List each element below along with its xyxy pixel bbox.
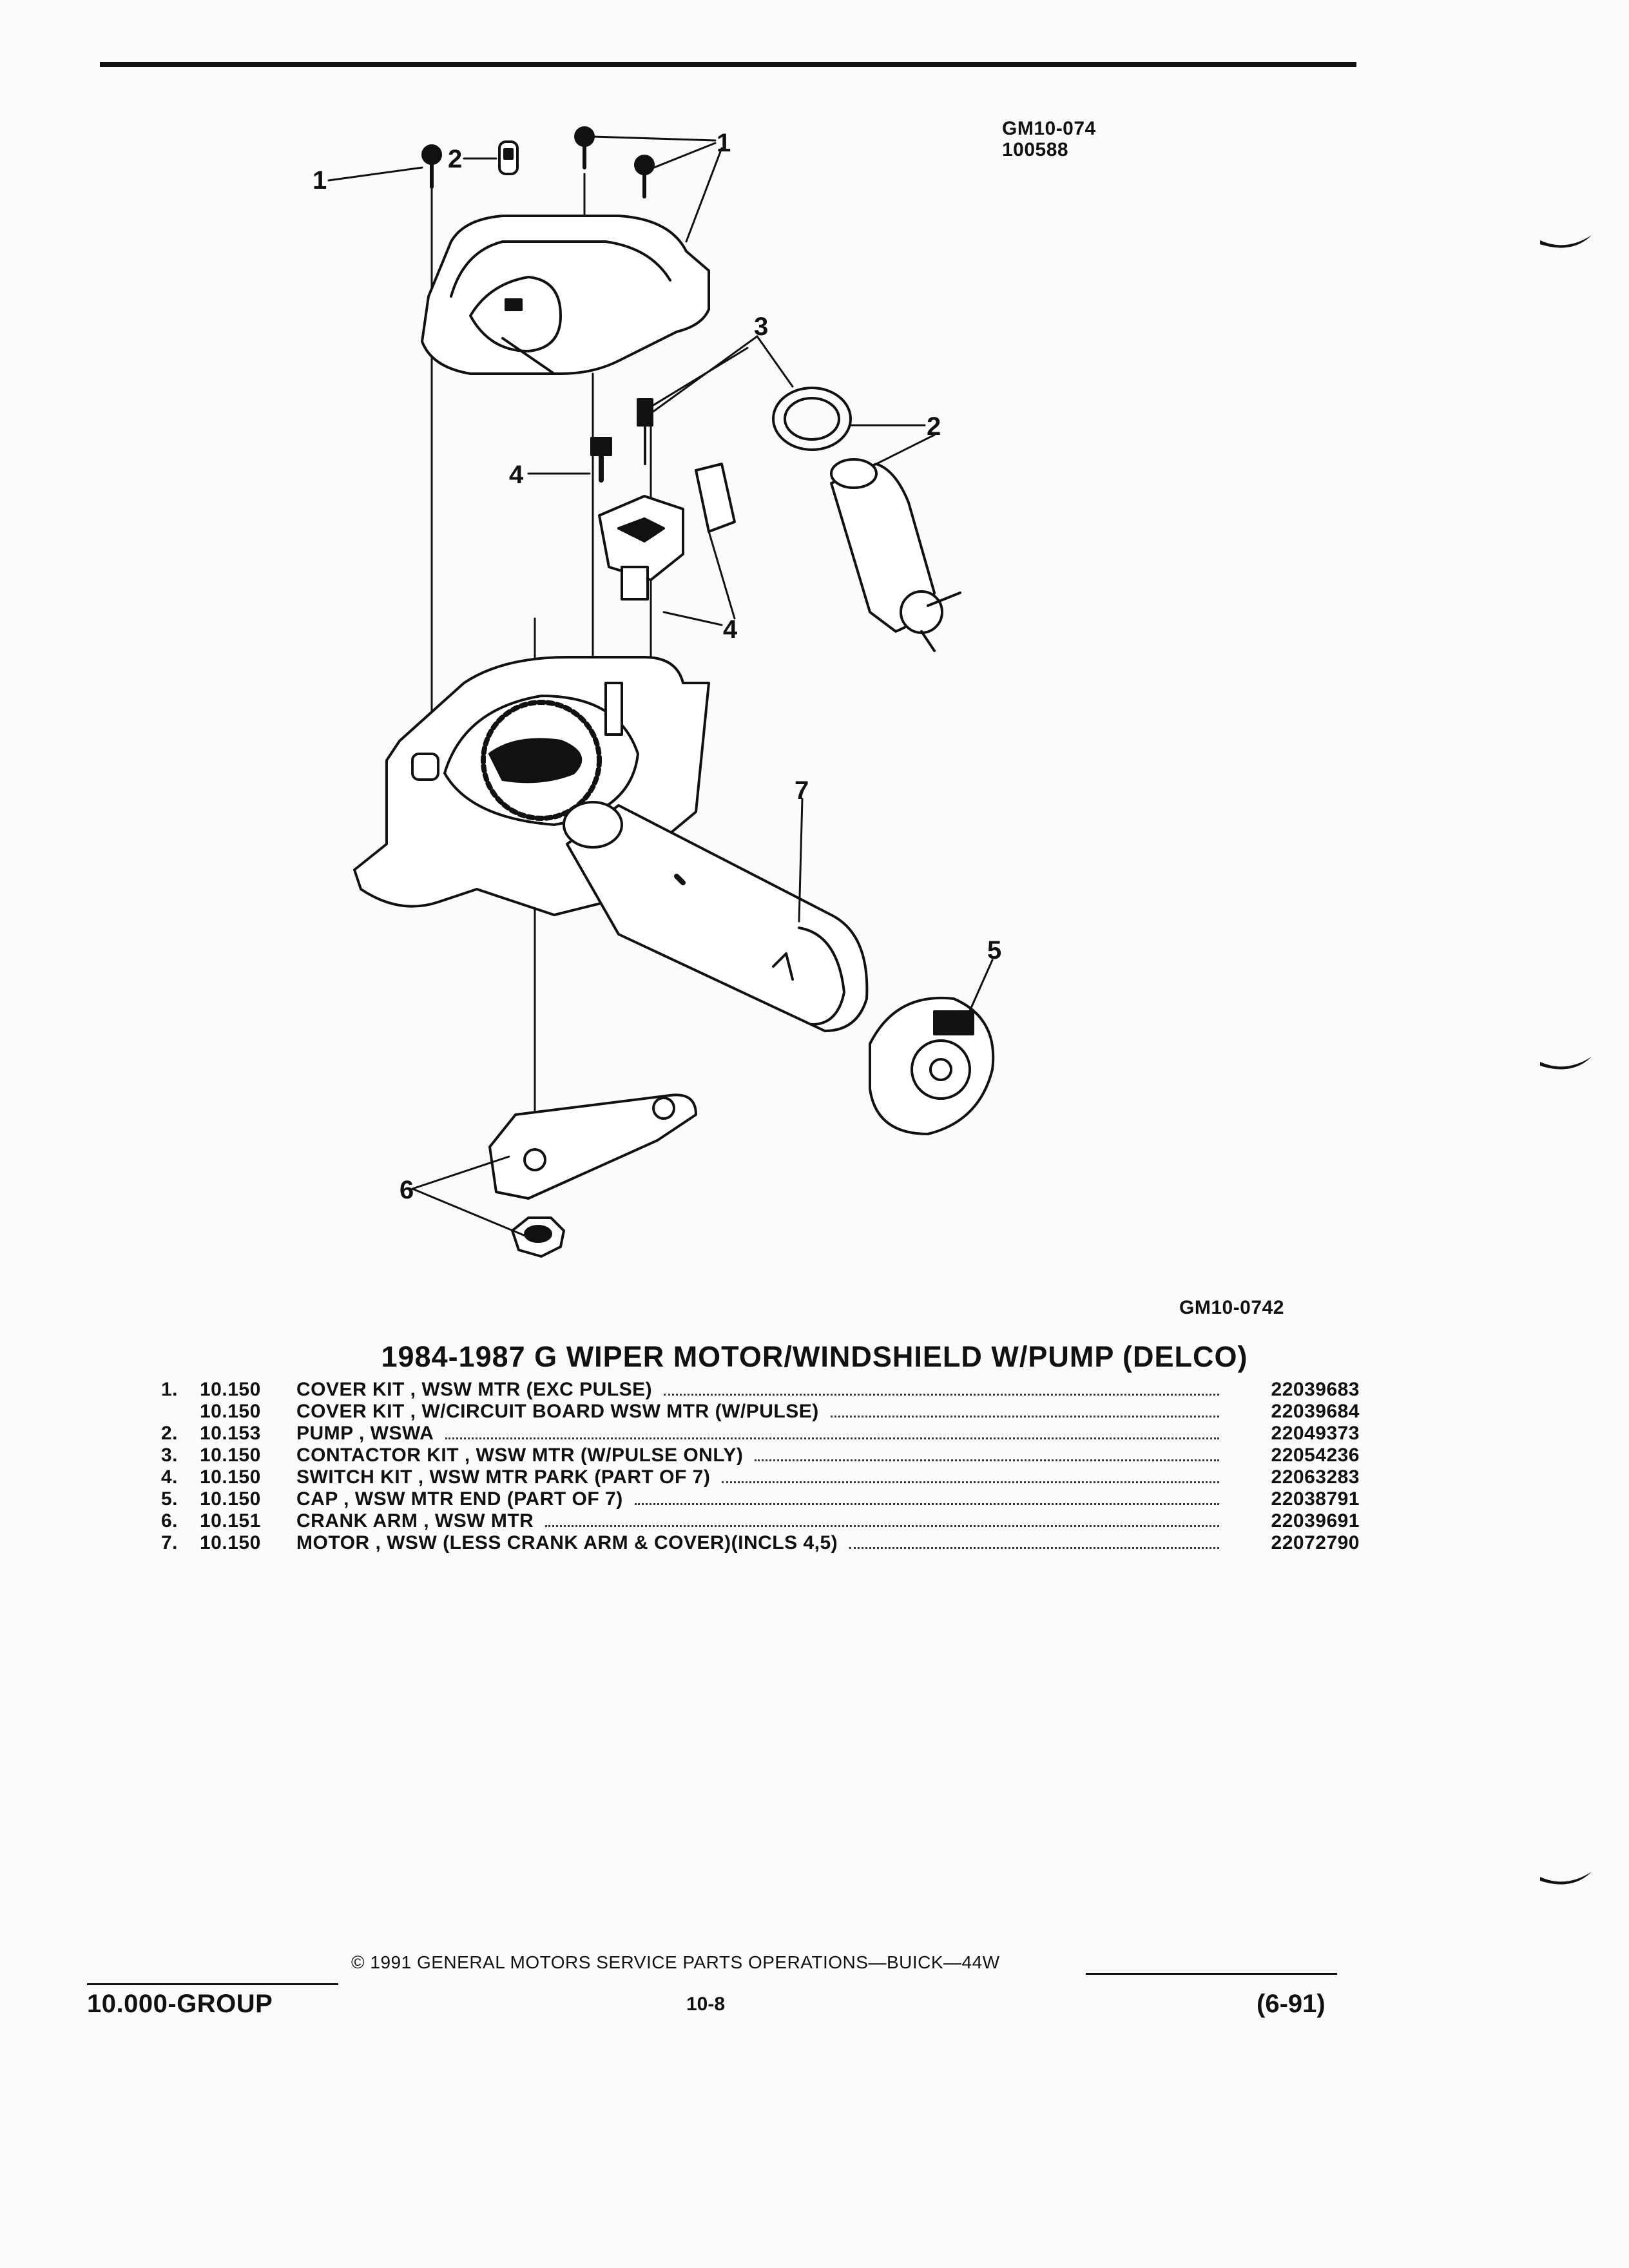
item-number: 3. (161, 1445, 178, 1466)
footer-rule-right (1086, 1973, 1337, 1975)
part-number: 22072790 (1271, 1532, 1360, 1553)
nut-icon (511, 1216, 565, 1258)
crank-arm-shape (488, 1093, 697, 1200)
callout-label: 3 (754, 312, 768, 341)
figure-id-top: GM10-074 (1002, 118, 1096, 139)
part-description: COVER KIT , WSW MTR (EXC PULSE) (296, 1379, 653, 1400)
group-number: 10.151 (200, 1510, 261, 1532)
part-description: CAP , WSW MTR END (PART OF 7) (296, 1488, 623, 1510)
parts-list: 1. 10.150 COVER KIT , WSW MTR (EXC PULSE… (161, 1379, 1360, 1554)
callout-label: 7 (795, 776, 809, 805)
figure-id-bottom: GM10-0742 (1179, 1297, 1284, 1318)
group-number: 10.150 (200, 1445, 261, 1466)
list-item: 6. 10.151 CRANK ARM , WSW MTR 22039691 (161, 1510, 1360, 1532)
list-item: 5. 10.150 CAP , WSW MTR END (PART OF 7) … (161, 1488, 1360, 1510)
screw-icon (574, 126, 595, 169)
part-description: CRANK ARM , WSW MTR (296, 1510, 534, 1532)
leader-dots (664, 1394, 1219, 1396)
callout-label: 5 (987, 936, 1001, 965)
part-description: SWITCH KIT , WSW MTR PARK (PART OF 7) (296, 1466, 711, 1488)
binder-mark-icon (1540, 1872, 1592, 1885)
binder-mark-icon (1540, 235, 1592, 248)
clip-icon (498, 140, 519, 175)
leader-dots (634, 1503, 1219, 1505)
list-item: 1. 10.150 COVER KIT , WSW MTR (EXC PULSE… (161, 1379, 1360, 1401)
part-number: 22039684 (1271, 1401, 1360, 1422)
leader-dots (830, 1416, 1219, 1418)
screw-icon (634, 155, 655, 198)
callout-label: 4 (723, 615, 738, 644)
group-number: 10.150 (200, 1379, 261, 1400)
callout-label: 2 (927, 412, 941, 441)
part-number: 22063283 (1271, 1466, 1360, 1488)
list-item: 7. 10.150 MOTOR , WSW (LESS CRANK ARM & … (161, 1532, 1360, 1554)
footer-group: 10.000-GROUP (87, 1990, 273, 2018)
leader-dots (545, 1525, 1219, 1527)
list-item: 10.150 COVER KIT , W/CIRCUIT BOARD WSW M… (161, 1401, 1360, 1423)
leader-dots (849, 1547, 1219, 1549)
bolt-icon (590, 437, 612, 483)
part-description: CONTACTOR KIT , WSW MTR (W/PULSE ONLY) (296, 1445, 744, 1466)
figure-date: 100588 (1002, 139, 1069, 160)
part-number: 22049373 (1271, 1423, 1360, 1444)
park-switch-shape (598, 463, 736, 601)
exploded-parts-diagram: 1 2 1 1 3 2 4 4 7 5 6 (313, 126, 1001, 1258)
group-number: 10.150 (200, 1532, 261, 1553)
group-number: 10.150 (200, 1466, 261, 1488)
leader-dots (445, 1437, 1219, 1439)
end-cap-shape (869, 996, 995, 1135)
item-number: 1. (161, 1379, 178, 1400)
item-number: 7. (161, 1532, 178, 1553)
motor-shape (563, 801, 869, 1032)
list-item: 2. 10.153 PUMP , WSWA 22049373 (161, 1423, 1360, 1445)
callout-label: 2 (448, 145, 462, 173)
item-number: 6. (161, 1510, 178, 1532)
callout-label: 1 (313, 166, 327, 195)
part-number: 22039691 (1271, 1510, 1360, 1532)
part-description: MOTOR , WSW (LESS CRANK ARM & COVER)(INC… (296, 1532, 838, 1553)
part-description: PUMP , WSWA (296, 1423, 434, 1444)
part-number: 22039683 (1271, 1379, 1360, 1400)
page-number: 10-8 (686, 1994, 726, 2015)
top-rule (100, 62, 1356, 67)
binder-mark-icon (1540, 1057, 1592, 1070)
leader-dots (755, 1459, 1219, 1461)
cover-kit-shape (421, 215, 710, 375)
item-number: 2. (161, 1423, 178, 1444)
callout-label: 6 (400, 1176, 414, 1204)
leader-dots (722, 1481, 1219, 1483)
list-item: 4. 10.150 SWITCH KIT , WSW MTR PARK (PAR… (161, 1466, 1360, 1488)
page-title: 1984-1987 G WIPER MOTOR/WINDSHIELD W/PUM… (381, 1340, 1248, 1373)
pump-shape (830, 458, 961, 652)
footer-rule-left (87, 1983, 338, 1985)
callout-label: 1 (717, 129, 731, 157)
item-number: 5. (161, 1488, 178, 1510)
part-description: COVER KIT , W/CIRCUIT BOARD WSW MTR (W/P… (296, 1401, 819, 1422)
item-number: 4. (161, 1466, 178, 1488)
list-item: 3. 10.150 CONTACTOR KIT , WSW MTR (W/PUL… (161, 1445, 1360, 1466)
part-number: 22038791 (1271, 1488, 1360, 1510)
footer-copyright: © 1991 GENERAL MOTORS SERVICE PARTS OPER… (351, 1952, 1000, 1972)
part-number: 22054236 (1271, 1445, 1360, 1466)
seal-ring-shape (772, 387, 852, 451)
callout-label: 4 (509, 461, 524, 489)
group-number: 10.150 (200, 1488, 261, 1510)
footer-revision: (6-91) (1257, 1990, 1325, 2018)
group-number: 10.150 (200, 1401, 261, 1422)
group-number: 10.153 (200, 1423, 261, 1444)
screw-icon (421, 144, 442, 189)
leader-lines (327, 135, 994, 1238)
